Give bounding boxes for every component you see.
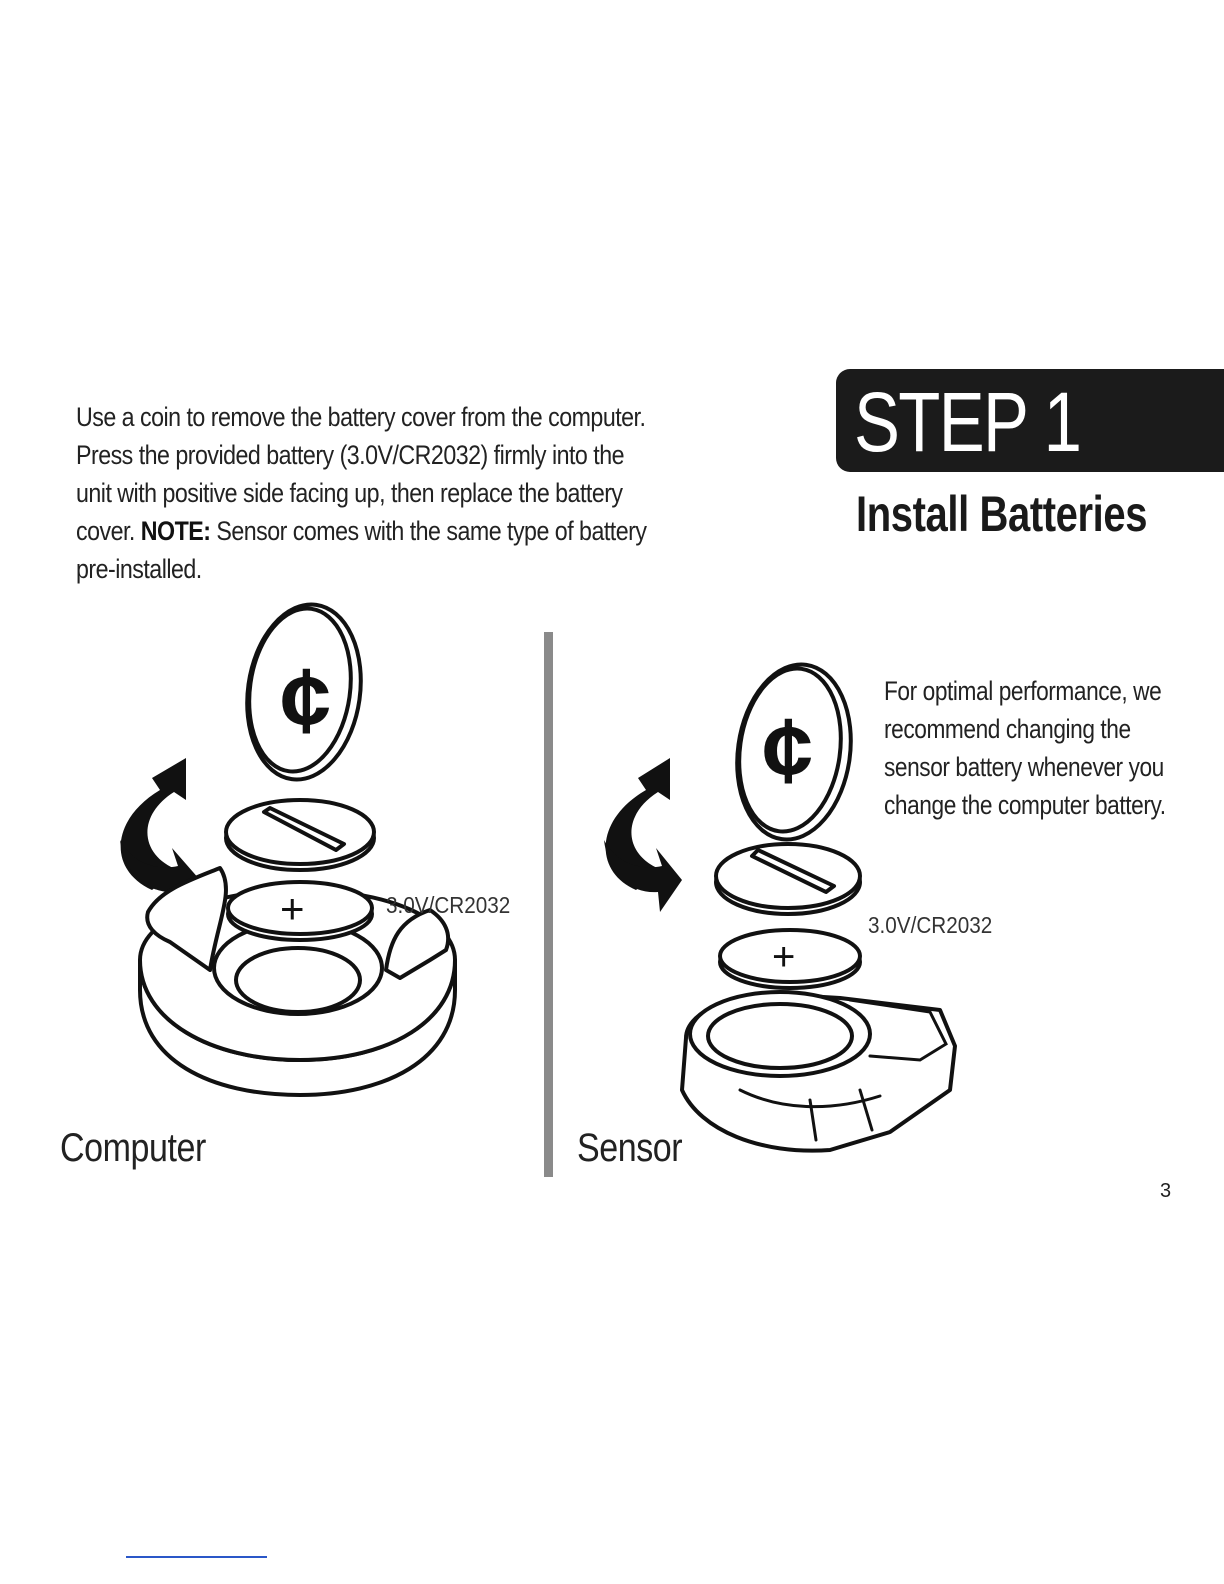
step-title: Install Batteries	[856, 486, 1148, 542]
coin-icon: ¢	[245, 602, 363, 782]
svg-text:¢: ¢	[280, 650, 331, 752]
column-divider	[544, 632, 553, 1177]
sensor-caption: Sensor	[577, 1126, 683, 1170]
sensor-battery-illustration: ¢ +	[604, 662, 957, 1153]
computer-base-icon	[138, 866, 457, 1097]
step-number: STEP 1	[854, 375, 1082, 469]
svg-text:+: +	[772, 935, 795, 979]
computer-battery-illustration: ¢ +	[120, 602, 457, 1097]
sensor-battery-label: 3.0V/CR2032	[868, 912, 993, 938]
intro-text-2: Sensor comes with the same type of batte…	[76, 516, 647, 584]
sensor-base-icon	[680, 990, 957, 1153]
computer-battery-icon: +	[226, 880, 374, 942]
footer-link-underline	[126, 1556, 267, 1558]
step-badge	[836, 369, 1224, 472]
coin-icon: ¢	[735, 662, 853, 842]
intro-paragraph: Use a coin to remove the battery cover f…	[76, 398, 661, 588]
sensor-tip-text: For optimal performance, we recommend ch…	[884, 676, 1166, 820]
battery-cover-icon	[714, 842, 862, 916]
rotate-arrow-icon	[604, 758, 682, 912]
computer-battery-label: 3.0V/CR2032	[386, 892, 511, 918]
svg-text:+: +	[280, 885, 305, 932]
battery-cover-icon	[224, 798, 376, 872]
page-number: 3	[1160, 1180, 1172, 1202]
computer-caption: Computer	[60, 1126, 206, 1170]
sensor-battery-icon: +	[718, 928, 862, 990]
note-label: NOTE:	[140, 516, 211, 546]
svg-text:¢: ¢	[762, 700, 813, 802]
intro-text-1: Use a coin to remove the battery cover f…	[76, 402, 646, 546]
